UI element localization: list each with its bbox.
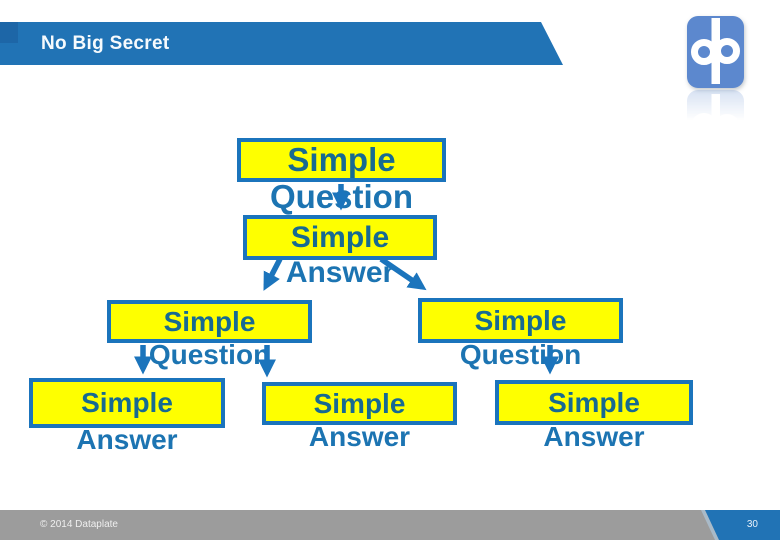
dp-logo-icon (687, 16, 744, 88)
node-label-line2: Answer (76, 424, 178, 455)
node-box: Simple (495, 380, 693, 425)
node-label-line1: Simple (163, 305, 256, 337)
node-box: Simple (237, 138, 446, 182)
node-label-line2: Question (269, 178, 413, 215)
flow-node-answer-mid: Simple Answer (243, 215, 437, 288)
node-box: Simple (418, 298, 623, 343)
copyright-text: © 2014 Dataplate (40, 519, 118, 530)
node-label-line1: Simple (548, 386, 640, 418)
slide-title: No Big Secret (41, 33, 170, 54)
node-label-line1: Simple (290, 220, 390, 254)
flow-node-question-top: Simple Question (237, 138, 446, 213)
title-bar-corner-accent (0, 22, 18, 43)
node-box: Simple (262, 382, 457, 425)
node-box: Simple (107, 300, 312, 343)
flow-node-answer-left: Simple Answer (29, 378, 225, 454)
footer-bar (0, 510, 780, 540)
node-label-line2: Answer (285, 256, 395, 289)
flow-node-answer-right: Simple Answer (495, 380, 693, 451)
dataplate-logo (687, 16, 744, 162)
flow-node-question-left: Simple Question (107, 300, 312, 369)
dp-logo-reflection (687, 90, 744, 162)
page-number: 30 (746, 519, 758, 530)
node-label-line2: Answer (308, 421, 411, 452)
node-label-line1: Simple (474, 304, 567, 336)
flow-node-question-right: Simple Question (418, 298, 623, 369)
node-label-line1: Simple (313, 387, 406, 419)
flow-node-answer-center: Simple Answer (262, 382, 457, 451)
node-label-line1: Simple (287, 141, 396, 178)
node-box: Simple (29, 378, 225, 428)
node-label-line1: Simple (81, 387, 173, 418)
footer-accent (705, 510, 780, 540)
node-label-line2: Question (459, 339, 582, 370)
node-box: Simple (243, 215, 437, 260)
node-label-line2: Question (148, 339, 271, 370)
node-label-line2: Answer (543, 421, 645, 452)
title-bar (0, 22, 563, 65)
